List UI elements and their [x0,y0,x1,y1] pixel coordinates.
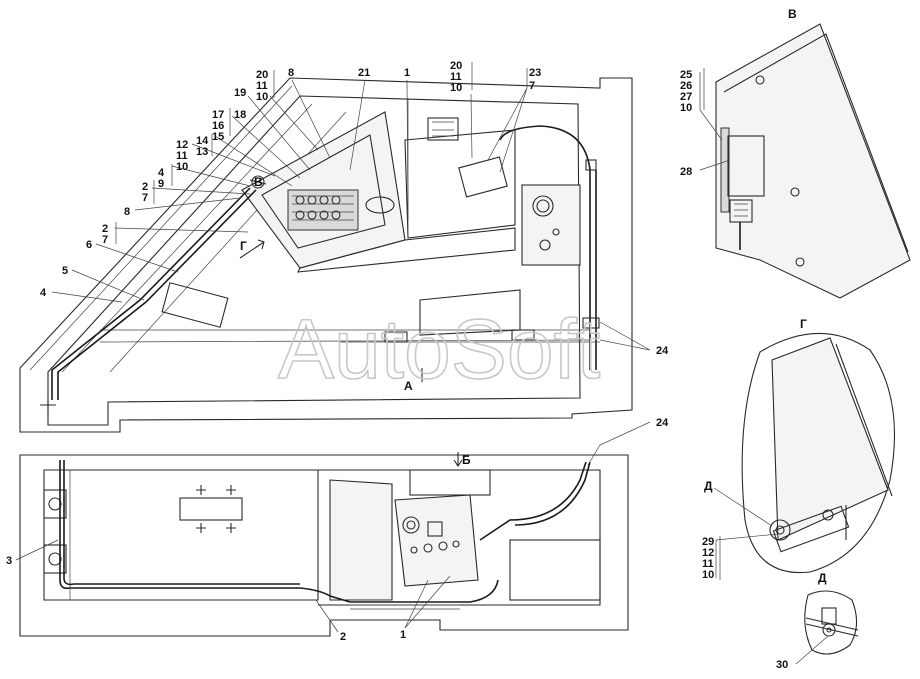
callout-21: 21 [358,67,370,79]
view-d-title: Д [818,571,827,585]
callout-8-top: 8 [288,67,294,79]
arrow-b-label: Б [462,453,471,467]
control-panel [394,494,479,587]
callout-16: 16 [212,120,224,132]
callout-7a: 7 [529,80,535,92]
callout-27: 27 [680,91,692,103]
callout-10c: 10 [176,161,188,173]
callout-20: 20 [256,69,268,81]
callout-30: 30 [776,659,788,671]
callout-12b: 12 [702,547,714,559]
callout-12: 12 [176,139,188,151]
callout-1-top: 1 [404,67,410,79]
callout-13: 13 [196,146,208,158]
callout-5: 5 [62,265,68,277]
callout-24b: 24 [656,417,669,429]
callout-14: 14 [196,135,209,147]
view-d-marker: Д [704,479,713,493]
callout-10b: 10 [450,82,462,94]
callout-10e: 10 [702,569,714,581]
callout-11d: 11 [702,558,714,570]
callout-8-left: 8 [124,206,130,218]
callout-11: 11 [256,80,268,92]
callout-17: 17 [212,109,224,121]
view-v-title: В [788,7,797,21]
callout-23: 23 [529,67,541,79]
callout-20b: 20 [450,60,462,72]
arrow-a-label: А [404,379,413,393]
callout-2c: 2 [340,631,346,643]
detail-g [741,332,895,574]
callout-4b: 4 [40,287,47,299]
callout-2a: 2 [142,181,148,193]
callout-26: 26 [680,80,692,92]
callout-4a: 4 [158,167,165,179]
callout-28: 28 [680,166,692,178]
callout-2b: 2 [102,223,108,235]
watermark-text: AutoSoft [278,302,600,396]
instrument-panel [521,184,581,266]
callout-10d: 10 [680,102,692,114]
leader-lines [15,62,829,665]
callout-11b: 11 [450,71,462,83]
callout-10: 10 [256,91,268,103]
callout-11c: 11 [176,150,188,162]
callout-3: 3 [6,555,12,567]
callout-25: 25 [680,69,692,81]
callout-15: 15 [212,131,224,143]
callout-labels: 20 11 10 8 21 1 20 11 10 23 7 19 17 18 1… [6,60,788,671]
callout-19: 19 [234,87,246,99]
callout-29: 29 [702,536,714,548]
view-g-marker: Г [240,239,247,253]
callout-18: 18 [234,109,246,121]
view-v-marker: В [254,175,263,189]
relay-block [287,189,395,231]
detail-v [715,23,911,299]
callout-7c: 7 [102,234,108,246]
callout-9: 9 [158,178,164,190]
bottom-view-cab [19,454,629,637]
callout-6: 6 [86,239,92,251]
detail-d [804,590,859,655]
callout-7b: 7 [142,192,148,204]
callout-24a: 24 [656,345,669,357]
view-g-title: Г [800,317,807,331]
callout-1b: 1 [400,629,406,641]
top-view-cab [19,77,633,433]
